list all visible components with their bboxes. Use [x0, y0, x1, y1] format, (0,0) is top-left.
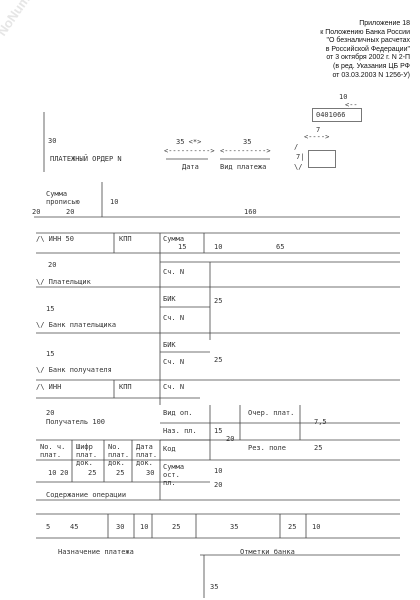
title-dim-30: 30 [48, 137, 57, 145]
partial-dim: 10 [48, 469, 57, 477]
code-bracket: 7| [296, 153, 305, 161]
reserved-field-label: Рез. поле [248, 444, 286, 452]
form-code: 0401066 [316, 111, 346, 119]
amount-dim-65: 65 [276, 243, 285, 251]
partial-no-label: No. ч. [40, 443, 66, 451]
operation-content-label: Содержание операции [46, 491, 127, 499]
payer-account-label: Сч. N [163, 268, 185, 276]
header-line: к Положению Банка России [320, 28, 410, 36]
form-code-box: 0401066 [312, 108, 362, 122]
sum-words-dim-20: 20 [32, 208, 41, 216]
amount-dim-10: 10 [214, 243, 223, 251]
recipient-label: Получатель 100 [46, 418, 106, 426]
bottom-dim-25: 25 [172, 523, 181, 531]
amount-dim-15: 15 [178, 243, 187, 251]
payment-purpose-code-label: Наз. пл. [163, 427, 197, 435]
vid-arrow: <----------> [220, 147, 271, 155]
date-dim: 35 <*> [176, 138, 202, 146]
bottom-dim-45: 45 [70, 523, 79, 531]
payment-type-label: Вид платежа [220, 163, 267, 171]
bottom-dim-10b: 10 [312, 523, 321, 531]
sum-words-label-2: прописью [46, 198, 80, 206]
payer-kpp-label: КПП [119, 235, 132, 243]
top-dim-10: 10 [339, 93, 348, 101]
appendix-header: Приложение 18 к Положению Банка России "… [320, 20, 410, 80]
remaining-amount-label-3: пл. [163, 479, 176, 487]
doc-cipher-label: Шифр [76, 443, 93, 451]
header-line: от 03.03.2003 N 1256-У) [332, 71, 410, 79]
date-label: Дата [182, 163, 199, 171]
date-arrow: <----------> [164, 147, 215, 155]
bottom-dim-5: 5 [46, 523, 51, 531]
sum-words-label: Сумма [46, 190, 68, 198]
code-dim-slash-bot: \/ [294, 163, 303, 171]
remaining-dim-10: 10 [214, 467, 223, 475]
doc-cipher-label-3: док. [76, 459, 93, 467]
bottom-dim-10: 10 [140, 523, 149, 531]
payment-purpose-label: Назначение платежа [58, 548, 134, 556]
remaining-amount-label: Сумма [163, 463, 185, 471]
priority-dim-75: 7,5 [314, 418, 327, 426]
recipient-bank-bik-label: БИК [163, 341, 176, 349]
operation-type-label: Вид оп. [163, 409, 193, 417]
header-line: "О безналичных расчетах [326, 37, 410, 45]
partial-dim: 30 [146, 469, 155, 477]
header-line: от 3 октября 2002 г. N 2-П [326, 54, 410, 62]
doc-date-label-3: док. [136, 459, 153, 467]
field-dim-20: 20 [226, 435, 235, 443]
partial-no-label-2: плат. [40, 451, 62, 459]
field-dim-15: 15 [214, 427, 223, 435]
priority-label: Очер. плат. [248, 409, 295, 417]
code-dim-slash-top: / [294, 143, 299, 151]
doc-date-label: Дата [136, 443, 153, 451]
reserved-dim-25: 25 [314, 444, 323, 452]
partial-dim: 25 [88, 469, 97, 477]
doc-date-label-2: плат. [136, 451, 158, 459]
recipient-inn-label: /\ ИНН [36, 383, 62, 391]
payer-bank-bik-label: БИК [163, 295, 176, 303]
bottom-dim-25b: 25 [288, 523, 297, 531]
order-title: ПЛАТЕЖНЫЙ ОРДЕР N [50, 155, 122, 163]
recipient-bank-account-label: Сч. N [163, 358, 185, 366]
code-dim-7: 7 [316, 126, 321, 134]
remaining-dim-20: 20 [214, 481, 223, 489]
recipient-account-label: Сч. N [163, 383, 185, 391]
doc-cipher-label-2: плат. [76, 451, 98, 459]
sum-words-dim-160: 160 [244, 208, 257, 216]
empty-code-box [308, 150, 336, 168]
bank-marks-label: Отметки банка [240, 548, 295, 556]
bottom-dim-30: 30 [116, 523, 125, 531]
payer-inn-label: /\ ИНН 50 [36, 235, 74, 243]
amount-label: Сумма [163, 235, 185, 243]
sum-words-dim-20b: 20 [66, 208, 75, 216]
partial-dim: 20 [60, 469, 69, 477]
sum-words-dim-10: 10 [110, 198, 119, 206]
payer-bank-label: \/ Банк плательщика [36, 321, 117, 329]
bank-marks-dim-35: 35 [210, 583, 219, 591]
code-dim-arrow: <----> [304, 133, 330, 141]
payer-bank-account-label: Сч. N [163, 314, 185, 322]
recipient-bank-label: \/ Банк получателя [36, 366, 112, 374]
payer-bank-dim-15: 15 [46, 305, 55, 313]
recipient-kpp-label: КПП [119, 383, 132, 391]
recipient-dim-20: 20 [46, 409, 55, 417]
bottom-dim-35: 35 [230, 523, 239, 531]
header-line: Приложение 18 [359, 20, 410, 27]
recipient-bank-dim-15: 15 [46, 350, 55, 358]
remaining-amount-label-2: ост. [163, 471, 180, 479]
header-line: в Российской Федерации" [325, 45, 410, 53]
code-label: Код [163, 445, 176, 453]
partial-dim: 25 [116, 469, 125, 477]
doc-number-label-3: док. [108, 459, 125, 467]
payer-bank-dim-25: 25 [214, 297, 223, 305]
recipient-bank-dim-25: 25 [214, 356, 223, 364]
doc-number-label-2: плат. [108, 451, 130, 459]
vid-dim: 35 [243, 138, 252, 146]
header-line: (в ред. Указания ЦБ РФ [332, 62, 410, 70]
payer-label: \/ Плательщик [36, 278, 91, 286]
payer-dim-20: 20 [48, 261, 57, 269]
top-dim-arrow: <-- [345, 101, 358, 109]
doc-number-label: No. [108, 443, 121, 451]
